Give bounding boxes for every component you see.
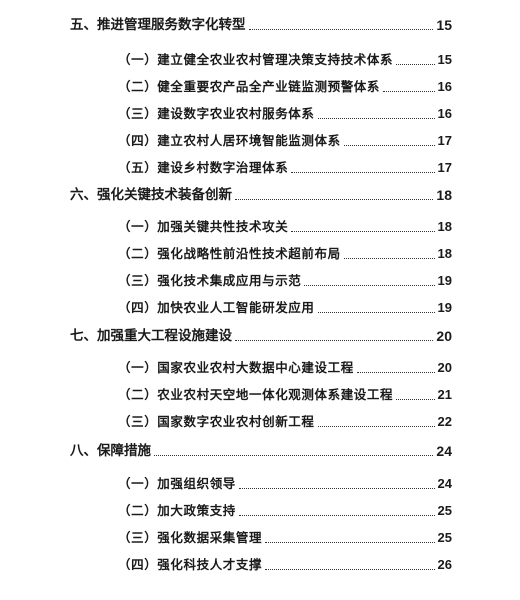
- toc-page-number: 19: [437, 273, 452, 288]
- toc-subsection-title: （二）加大政策支持: [118, 503, 236, 518]
- toc-subsection-title: （三）国家数字农业农村创新工程: [118, 414, 315, 429]
- toc-section-title: 八、保障措施: [70, 443, 151, 459]
- dot-leader: [304, 285, 435, 286]
- dot-leader: [265, 569, 435, 570]
- dot-leader: [396, 64, 435, 65]
- toc-page-number: 18: [436, 187, 452, 203]
- toc-section-entry[interactable]: 五、推进管理服务数字化转型 15: [70, 14, 452, 36]
- toc-subsection-entry[interactable]: （二）强化战略性前沿性技术超前布局 18: [118, 243, 452, 265]
- toc-subsection-title: （二）农业农村天空地一体化观测体系建设工程: [118, 387, 394, 402]
- toc-subsection-title: （三）强化技术集成应用与示范: [118, 273, 302, 288]
- dot-leader: [356, 372, 435, 373]
- toc-page-number: 22: [437, 414, 452, 429]
- toc-page-number: 16: [437, 106, 452, 121]
- toc-page-number: 15: [436, 17, 452, 33]
- toc-page-number: 15: [437, 52, 452, 67]
- toc-subsection-entry[interactable]: （四）加快农业人工智能研发应用 19: [118, 297, 452, 319]
- toc-subsection-title: （二）健全重要农产品全产业链监测预警体系: [118, 79, 381, 94]
- toc-subsection-title: （五）建设乡村数字治理体系: [118, 160, 289, 175]
- toc-subsection-entry[interactable]: （三）强化数据采集管理 25: [118, 527, 452, 549]
- toc-page-number: 16: [437, 79, 452, 94]
- toc-subsection-title: （三）强化数据采集管理: [118, 530, 263, 545]
- dot-leader: [343, 258, 435, 259]
- toc-subsection-entry[interactable]: （一）加强关键共性技术攻关 18: [118, 216, 452, 238]
- dot-leader: [235, 340, 434, 341]
- dot-leader: [291, 231, 435, 232]
- toc-page-number: 24: [437, 476, 452, 491]
- toc-subsection-title: （四）建立农村人居环境智能监测体系: [118, 133, 341, 148]
- toc-section-entry[interactable]: 八、保障措施 24: [70, 440, 452, 462]
- toc-subsection-entry[interactable]: （三）国家数字农业农村创新工程 22: [118, 411, 452, 433]
- toc-subsection-title: （三）建设数字农业农村服务体系: [118, 106, 315, 121]
- toc-subsection-entry[interactable]: （五）建设乡村数字治理体系 17: [118, 157, 452, 179]
- dot-leader: [291, 172, 435, 173]
- toc-section-title: 六、强化关键技术装备创新: [70, 187, 232, 203]
- toc-subsection-title: （一）建立健全农业农村管理决策支持技术体系: [118, 52, 394, 67]
- toc-subsection-title: （四）强化科技人才支撑: [118, 557, 263, 572]
- toc-page-number: 18: [437, 246, 452, 261]
- toc-subsection-entry[interactable]: （四）强化科技人才支撑 26: [118, 554, 452, 576]
- dot-leader: [383, 91, 435, 92]
- toc-subsection-entry[interactable]: （一）国家农业农村大数据中心建设工程 20: [118, 357, 452, 379]
- dot-leader: [154, 455, 434, 456]
- toc-page-number: 20: [437, 360, 452, 375]
- toc-page-number: 17: [437, 160, 452, 175]
- dot-leader: [238, 488, 435, 489]
- toc-subsection-entry[interactable]: （三）建设数字农业农村服务体系 16: [118, 103, 452, 125]
- toc-section-entry[interactable]: 七、加强重大工程设施建设 20: [70, 325, 452, 347]
- dot-leader: [396, 399, 435, 400]
- toc-section-entry[interactable]: 六、强化关键技术装备创新 18: [70, 184, 452, 206]
- toc-subsection-entry[interactable]: （一）加强组织领导 24: [118, 473, 452, 495]
- toc-section-title: 五、推进管理服务数字化转型: [70, 17, 246, 33]
- toc-page-number: 25: [437, 503, 452, 518]
- dot-leader: [317, 312, 435, 313]
- toc-subsection-title: （一）国家农业农村大数据中心建设工程: [118, 360, 354, 375]
- toc-page-number: 21: [437, 387, 452, 402]
- toc-subsection-title: （二）强化战略性前沿性技术超前布局: [118, 246, 341, 261]
- toc-page-number: 18: [437, 219, 452, 234]
- dot-leader: [235, 199, 434, 200]
- toc-subsection-entry[interactable]: （一）建立健全农业农村管理决策支持技术体系 15: [118, 49, 452, 71]
- dot-leader: [265, 542, 435, 543]
- dot-leader: [343, 145, 435, 146]
- toc-page-number: 19: [437, 300, 452, 315]
- toc-subsection-entry[interactable]: （三）强化技术集成应用与示范 19: [118, 270, 452, 292]
- toc-subsection-entry[interactable]: （二）健全重要农产品全产业链监测预警体系 16: [118, 76, 452, 98]
- toc-subsection-title: （一）加强关键共性技术攻关: [118, 219, 289, 234]
- toc-page-number: 25: [437, 530, 452, 545]
- toc-subsection-entry[interactable]: （四）建立农村人居环境智能监测体系 17: [118, 130, 452, 152]
- toc-subsection-title: （四）加快农业人工智能研发应用: [118, 300, 315, 315]
- toc-subsection-entry[interactable]: （二）加大政策支持 25: [118, 500, 452, 522]
- dot-leader: [317, 118, 435, 119]
- toc-section-title: 七、加强重大工程设施建设: [70, 328, 232, 344]
- dot-leader: [238, 515, 435, 516]
- dot-leader: [248, 29, 434, 30]
- dot-leader: [317, 426, 435, 427]
- toc-page-number: 17: [437, 133, 452, 148]
- toc-subsection-title: （一）加强组织领导: [118, 476, 236, 491]
- toc-page-number: 20: [436, 328, 452, 344]
- toc-page-number: 24: [436, 443, 452, 459]
- toc-subsection-entry[interactable]: （二）农业农村天空地一体化观测体系建设工程 21: [118, 384, 452, 406]
- toc-page-number: 26: [437, 557, 452, 572]
